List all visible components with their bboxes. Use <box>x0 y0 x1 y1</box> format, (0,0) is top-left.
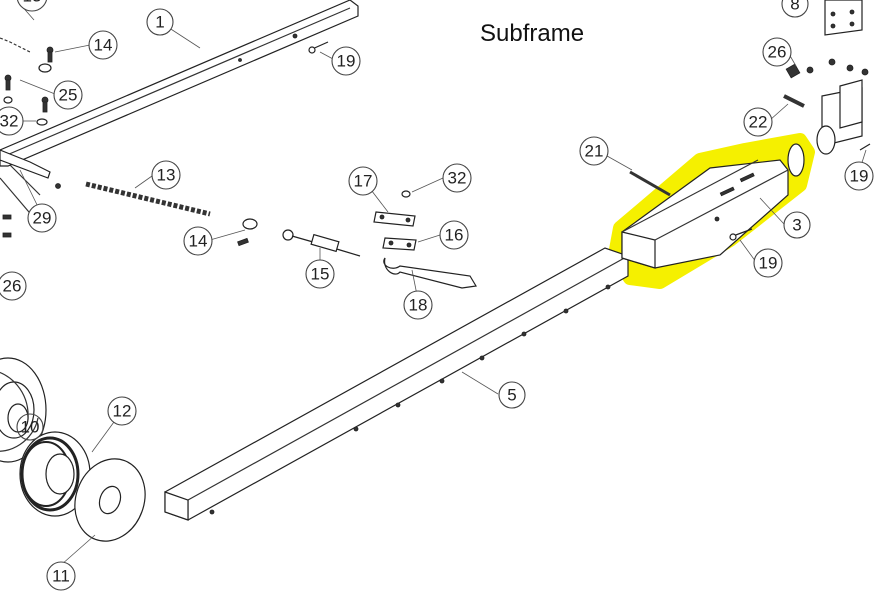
callout-26-left: 26 <box>0 271 27 301</box>
callout-19-middle: 19 <box>753 248 783 278</box>
part-17-plate <box>373 211 416 227</box>
svg-text:14: 14 <box>189 232 208 251</box>
svg-text:5: 5 <box>507 386 516 405</box>
svg-text:12: 12 <box>113 402 132 421</box>
right-bracket-assembly <box>816 58 869 155</box>
svg-text:1: 1 <box>155 13 164 32</box>
part-12-tire <box>19 431 91 517</box>
part-3-sleeve <box>621 143 805 269</box>
part-16-plate <box>382 237 417 251</box>
part-8-hinge <box>824 0 863 36</box>
part-21-pin <box>629 170 671 197</box>
svg-text:3: 3 <box>792 216 801 235</box>
svg-text:21: 21 <box>585 142 604 161</box>
svg-text:14: 14 <box>94 36 113 55</box>
callout-22: 22 <box>743 107 773 137</box>
callout-5: 5 <box>498 381 526 409</box>
svg-text:25: 25 <box>59 86 78 105</box>
svg-text:15: 15 <box>311 265 330 284</box>
callout-15: 15 <box>305 259 335 289</box>
part-19-clip <box>729 228 753 241</box>
callout-11: 11 <box>46 561 76 591</box>
part-19-clip-right <box>859 143 871 151</box>
hardware-top-left <box>3 46 54 126</box>
part-5-tube <box>164 247 629 521</box>
part-18-strap <box>383 257 477 289</box>
svg-text:18: 18 <box>409 296 428 315</box>
leader-lines <box>19 3 867 566</box>
callout-32-middle: 32 <box>442 163 472 193</box>
callout-3: 3 <box>783 211 811 239</box>
callout-13-top: 13 <box>16 0 48 12</box>
svg-text:32: 32 <box>0 112 18 131</box>
callout-17: 17 <box>348 166 378 196</box>
part-10-wheel <box>0 357 47 463</box>
callout-19-right: 19 <box>844 161 874 191</box>
svg-text:29: 29 <box>33 209 52 228</box>
callout-29: 29 <box>27 203 57 233</box>
svg-text:10: 10 <box>21 418 40 437</box>
svg-text:26: 26 <box>3 277 22 296</box>
callout-32-left: 32 <box>0 106 24 136</box>
svg-text:19: 19 <box>850 167 869 186</box>
callout-25: 25 <box>53 80 83 110</box>
svg-text:19: 19 <box>337 52 356 71</box>
part-15-turnbuckle <box>282 229 361 257</box>
svg-text:17: 17 <box>354 172 373 191</box>
callout-1: 1 <box>146 8 174 36</box>
diagram-title: Subframe <box>480 20 585 47</box>
callout-19-top: 19 <box>331 46 361 76</box>
svg-text:8: 8 <box>790 0 799 14</box>
svg-text:13: 13 <box>157 166 176 185</box>
part-11-washer <box>74 458 146 542</box>
callout-8: 8 <box>781 0 809 18</box>
callout-26-right: 26 <box>762 37 792 67</box>
callout-18: 18 <box>403 290 433 320</box>
part-26-bolt-right <box>785 63 814 79</box>
part-14-clevis <box>237 218 258 247</box>
callout-14-middle: 14 <box>183 226 213 256</box>
chain-top-left <box>0 37 31 53</box>
callout-14-top: 14 <box>88 30 118 60</box>
part-13-chain <box>85 181 211 217</box>
callout-16: 16 <box>439 220 469 250</box>
part-1-beam <box>0 0 359 167</box>
callout-13-middle: 13 <box>151 160 181 190</box>
part-19-clip-top <box>308 41 329 54</box>
callout-12: 12 <box>107 396 137 426</box>
svg-text:32: 32 <box>448 169 467 188</box>
part-22-pin <box>783 94 805 108</box>
svg-text:11: 11 <box>52 567 70 586</box>
callout-10: 10 <box>16 413 44 441</box>
svg-text:13: 13 <box>23 0 42 6</box>
svg-text:22: 22 <box>749 113 768 132</box>
svg-text:19: 19 <box>759 254 778 273</box>
svg-text:26: 26 <box>768 43 787 62</box>
svg-text:16: 16 <box>445 226 464 245</box>
part-32-washer <box>401 190 411 198</box>
callout-21: 21 <box>579 136 609 166</box>
